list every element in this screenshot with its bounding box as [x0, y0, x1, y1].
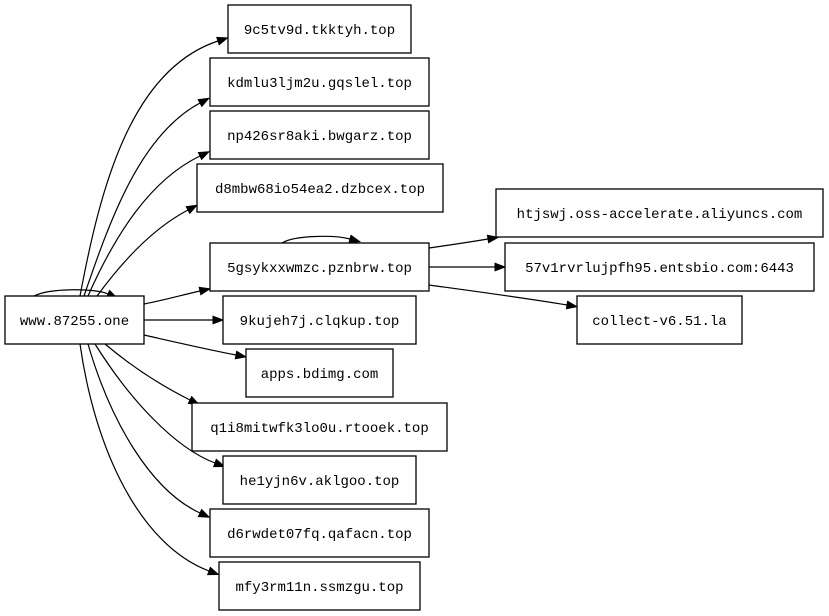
- edge-root-to-n9: [94, 343, 226, 468]
- edge-root-to-n1: [79, 36, 229, 297]
- edge-n5-to-n5: [281, 234, 362, 244]
- node-label: q1i8mitwfk3lo0u.rtooek.top: [210, 421, 428, 437]
- node-box: [209, 242, 430, 292]
- node-box: [245, 348, 394, 398]
- arrowhead: [197, 508, 211, 518]
- node-label: htjswj.oss-accelerate.aliyuncs.com: [517, 207, 803, 223]
- node-root[interactable]: www.87255.one: [4, 295, 145, 345]
- edge-root-to-n4: [96, 204, 199, 297]
- node-box: [209, 508, 430, 558]
- node-box: [196, 163, 444, 213]
- node-n10[interactable]: d6rwdet07fq.qafacn.top: [209, 508, 430, 558]
- arrowhead: [197, 151, 211, 161]
- edge-line: [143, 334, 237, 356]
- edge-root-to-n11: [79, 343, 220, 576]
- arrowhead: [348, 234, 362, 244]
- node-label: np426sr8aki.bwgarz.top: [227, 129, 412, 145]
- node-box: [209, 57, 430, 107]
- edge-root-to-n3: [87, 151, 211, 297]
- node-box: [576, 295, 743, 345]
- edge-n5-to-n14: [428, 284, 579, 310]
- node-label: he1yjn6v.aklgoo.top: [240, 474, 400, 490]
- edge-root-to-n8: [104, 343, 201, 406]
- edge-line: [79, 40, 219, 297]
- node-box: [495, 188, 824, 238]
- arrowhead: [212, 458, 226, 468]
- node-box: [222, 455, 417, 505]
- edge-line: [79, 343, 210, 572]
- node-label: collect-v6.51.la: [592, 314, 726, 330]
- node-label: 57v1rvrlujpfh95.entsbio.com:6443: [525, 261, 794, 277]
- edge-root-to-n2: [83, 97, 211, 297]
- arrowhead: [206, 566, 220, 576]
- edge-root-to-n7: [143, 334, 248, 360]
- edge-n5-to-n13: [428, 262, 507, 272]
- node-box: [218, 561, 421, 611]
- node-n11[interactable]: mfy3rm11n.ssmzgu.top: [218, 561, 421, 611]
- arrowhead: [197, 97, 211, 108]
- edge-root-to-n6: [143, 315, 225, 325]
- arrowhead: [486, 234, 500, 244]
- node-label: apps.bdimg.com: [261, 367, 379, 383]
- node-n4[interactable]: d8mbw68io54ea2.dzbcex.top: [196, 163, 444, 213]
- edge-line: [33, 289, 109, 297]
- node-box: [222, 295, 417, 345]
- node-label: d8mbw68io54ea2.dzbcex.top: [215, 182, 425, 198]
- node-n7[interactable]: apps.bdimg.com: [245, 348, 394, 398]
- arrowhead: [185, 204, 199, 215]
- node-n14[interactable]: collect-v6.51.la: [576, 295, 743, 345]
- edge-n5-to-n12: [428, 234, 500, 249]
- node-box: [504, 242, 815, 292]
- node-n8[interactable]: q1i8mitwfk3lo0u.rtooek.top: [191, 402, 448, 452]
- node-box: [209, 110, 430, 160]
- edge-line: [94, 343, 216, 464]
- edge-line: [281, 235, 351, 244]
- node-box: [4, 295, 145, 345]
- node-n13[interactable]: 57v1rvrlujpfh95.entsbio.com:6443: [504, 242, 815, 292]
- edge-root-to-n5: [143, 286, 212, 305]
- node-label: kdmlu3ljm2u.gqslel.top: [227, 76, 412, 92]
- node-n12[interactable]: htjswj.oss-accelerate.aliyuncs.com: [495, 188, 824, 238]
- edges-layer: [33, 36, 579, 576]
- arrowhead: [216, 36, 229, 46]
- node-n6[interactable]: 9kujeh7j.clqkup.top: [222, 295, 417, 345]
- edge-line: [104, 343, 191, 401]
- node-box: [227, 4, 412, 54]
- node-n3[interactable]: np426sr8aki.bwgarz.top: [209, 110, 430, 160]
- node-label: 9kujeh7j.clqkup.top: [240, 314, 400, 330]
- node-label: d6rwdet07fq.qafacn.top: [227, 527, 412, 543]
- node-label: mfy3rm11n.ssmzgu.top: [235, 580, 403, 596]
- edge-line: [96, 209, 189, 297]
- edge-line: [143, 290, 201, 305]
- node-n1[interactable]: 9c5tv9d.tkktyh.top: [227, 4, 412, 54]
- node-label: 5gsykxxwmzc.pznbrw.top: [227, 261, 412, 277]
- arrowhead: [565, 300, 579, 310]
- node-n5[interactable]: 5gsykxxwmzc.pznbrw.top: [209, 242, 430, 292]
- node-label: www.87255.one: [20, 314, 129, 330]
- node-box: [191, 402, 448, 452]
- arrowhead: [494, 262, 507, 272]
- arrowhead: [234, 350, 248, 360]
- edge-line: [428, 284, 568, 306]
- arrowhead: [198, 286, 212, 296]
- node-n2[interactable]: kdmlu3ljm2u.gqslel.top: [209, 57, 430, 107]
- edge-line: [87, 343, 201, 514]
- nodes-layer: www.87255.one 9c5tv9d.tkktyh.top kdmlu3ljm…: [4, 4, 824, 611]
- edge-line: [83, 102, 201, 297]
- node-label: 9c5tv9d.tkktyh.top: [244, 23, 395, 39]
- arrowhead: [212, 315, 225, 325]
- edge-root-to-n10: [87, 343, 211, 518]
- edge-line: [87, 155, 201, 297]
- node-n9[interactable]: he1yjn6v.aklgoo.top: [222, 455, 417, 505]
- edge-line: [428, 238, 489, 249]
